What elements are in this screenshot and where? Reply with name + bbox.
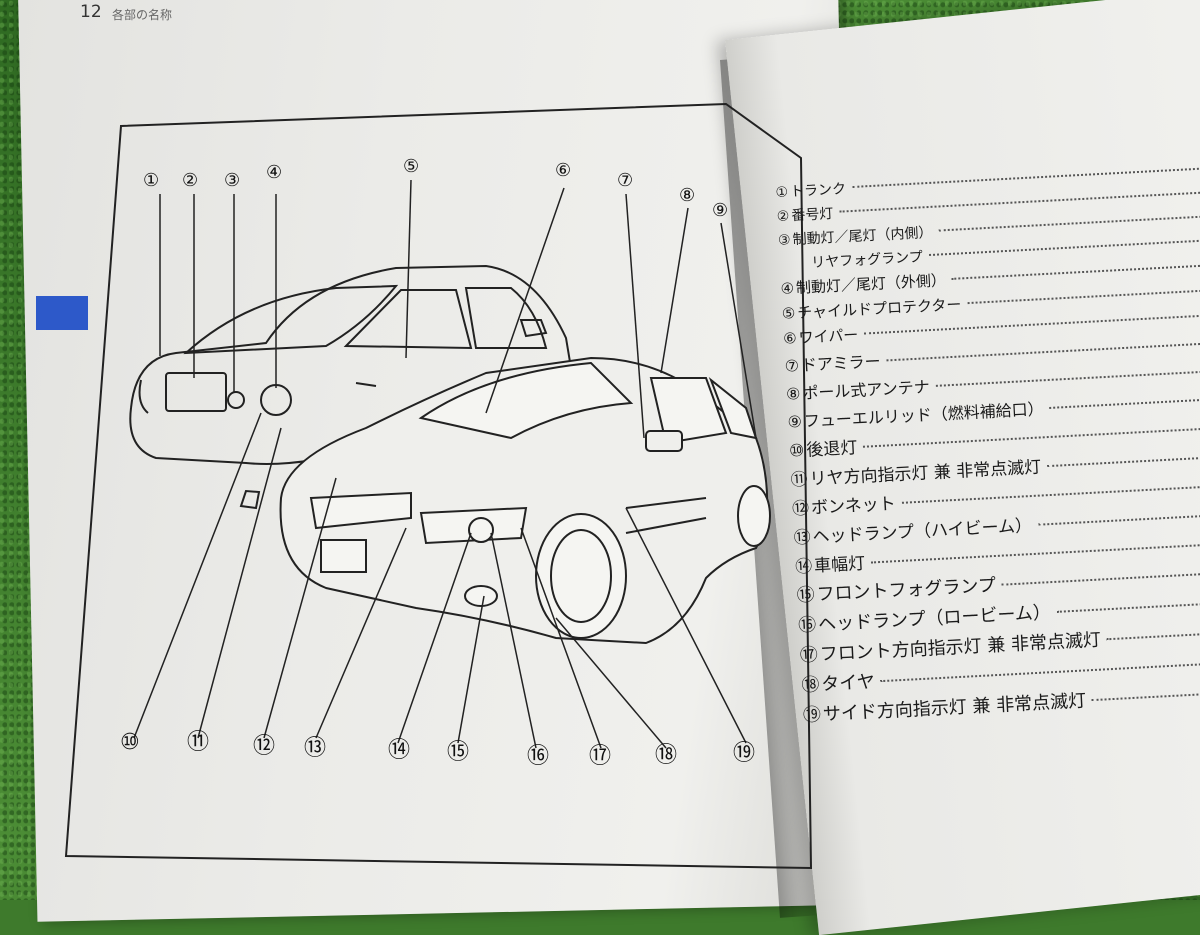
callout-2: ② xyxy=(182,170,199,191)
callout-6: ⑥ xyxy=(555,160,572,181)
callout-11: ⑪ xyxy=(187,730,210,755)
callout-14: ⑭ xyxy=(388,738,411,763)
callout-19: ⑲ xyxy=(733,741,756,766)
callout-5: ⑤ xyxy=(403,156,420,177)
callout-15: ⑮ xyxy=(447,740,470,765)
callout-4: ④ xyxy=(266,162,283,183)
callout-3: ③ xyxy=(224,170,241,191)
blue-index-tab xyxy=(36,296,88,330)
page-number: 12 xyxy=(80,2,102,22)
callout-12: ⑫ xyxy=(253,734,276,759)
car-illustration xyxy=(64,102,813,870)
callout-17: ⑰ xyxy=(589,744,612,769)
front-car-drawing xyxy=(279,356,771,645)
callout-9: ⑨ xyxy=(712,200,729,221)
callout-7: ⑦ xyxy=(617,170,634,191)
callout-16: ⑯ xyxy=(527,744,550,769)
leader-lines xyxy=(133,179,757,749)
callout-8: ⑧ xyxy=(679,185,696,206)
callout-1: ① xyxy=(143,170,160,191)
callout-18: ⑱ xyxy=(655,743,678,768)
section-title: 各部の名称 xyxy=(112,8,173,22)
callout-10: ⑩ xyxy=(120,730,140,755)
callout-13: ⑬ xyxy=(304,736,327,761)
